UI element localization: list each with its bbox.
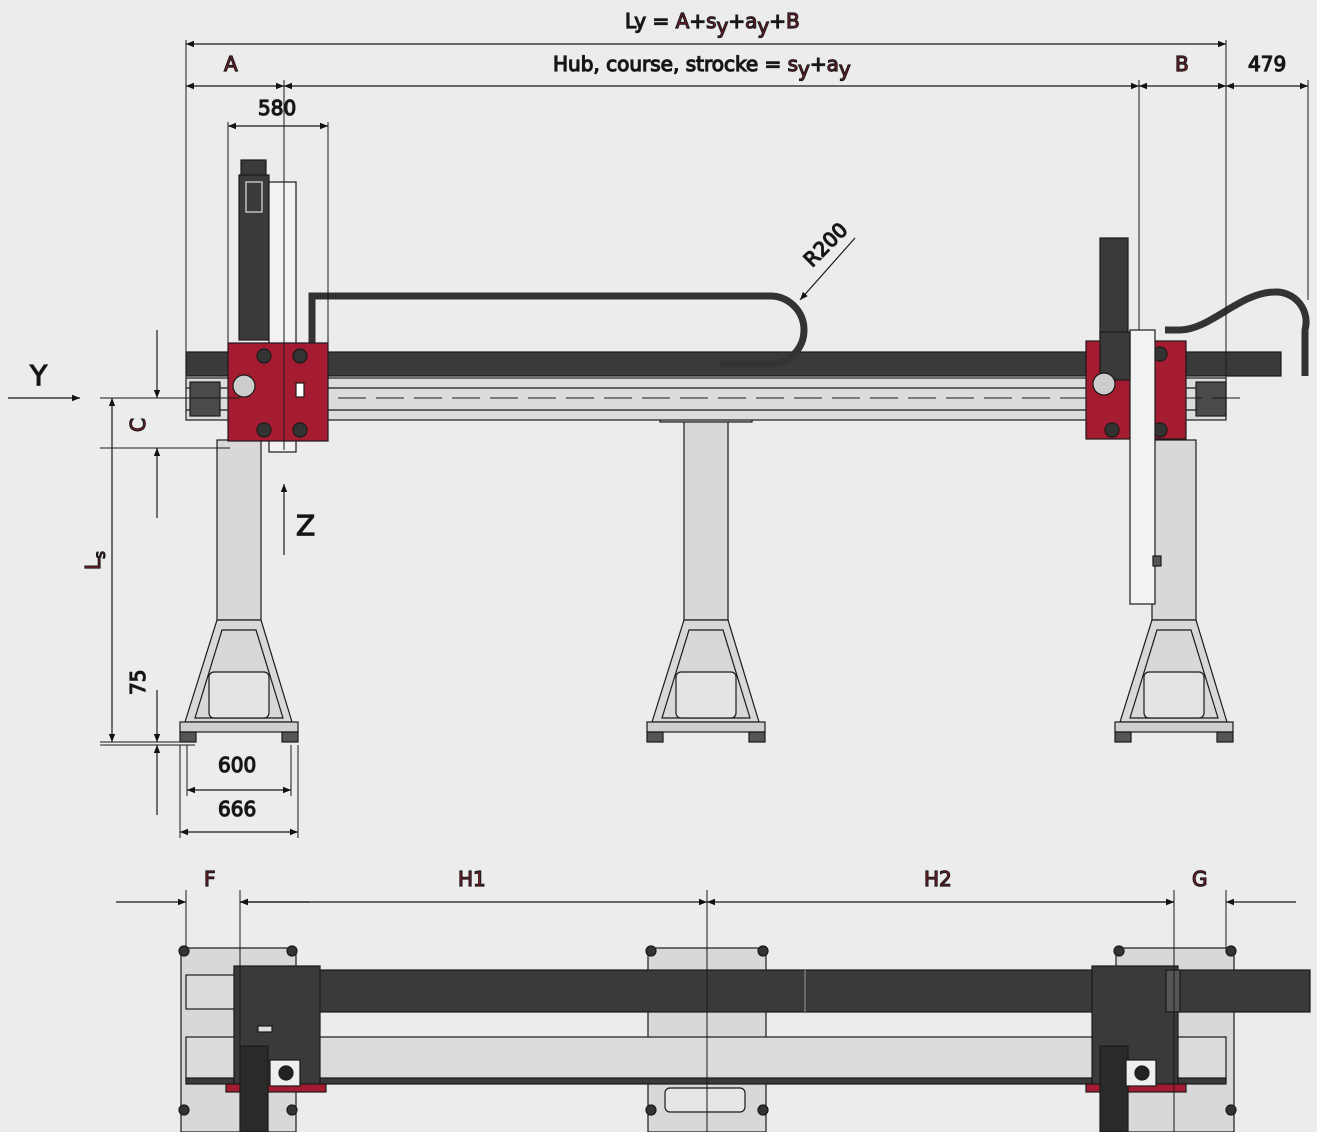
left-carriage-top	[225, 965, 327, 1132]
total-length-label: Ly = A+sy+ay+B	[625, 9, 800, 38]
middle-support-column	[646, 415, 766, 743]
motor-icon-right	[1092, 372, 1116, 396]
dim-600: 600	[218, 753, 256, 777]
right-carriage-top	[1085, 965, 1187, 1132]
lower-beam	[185, 1036, 1227, 1082]
dim-G: G	[1192, 867, 1208, 891]
dim-F: F	[204, 867, 216, 891]
front-view: Ly = A+sy+ay+B Hub, course, strocke = sy…	[8, 8, 1310, 838]
right-support-column	[1114, 439, 1234, 743]
dimension-lines	[8, 40, 1308, 836]
stroke-label: Hub, course, strocke = sy+ay	[553, 52, 851, 81]
cable-chain	[308, 292, 808, 368]
dim-580: 580	[258, 96, 296, 120]
dim-75: 75	[126, 670, 150, 695]
dim-H1: H1	[458, 867, 486, 891]
left-carriage	[227, 159, 329, 453]
dim-B: B	[1175, 52, 1189, 76]
top-view: F H1 H2 G	[116, 866, 1311, 1132]
dim-R200: R200	[799, 218, 853, 272]
left-support-column	[179, 439, 299, 743]
dim-479: 479	[1248, 52, 1286, 76]
dim-H2: H2	[924, 867, 952, 891]
cable-chain-right	[1165, 288, 1310, 376]
motor-icon	[232, 374, 256, 398]
dim-A: A	[224, 52, 238, 76]
axis-Y: Y	[29, 359, 48, 392]
right-carriage	[1085, 237, 1187, 605]
dim-Ls: Ls	[81, 551, 109, 570]
dim-C: C	[126, 418, 150, 432]
axis-Z: Z	[296, 509, 315, 542]
dim-666: 666	[218, 797, 256, 821]
